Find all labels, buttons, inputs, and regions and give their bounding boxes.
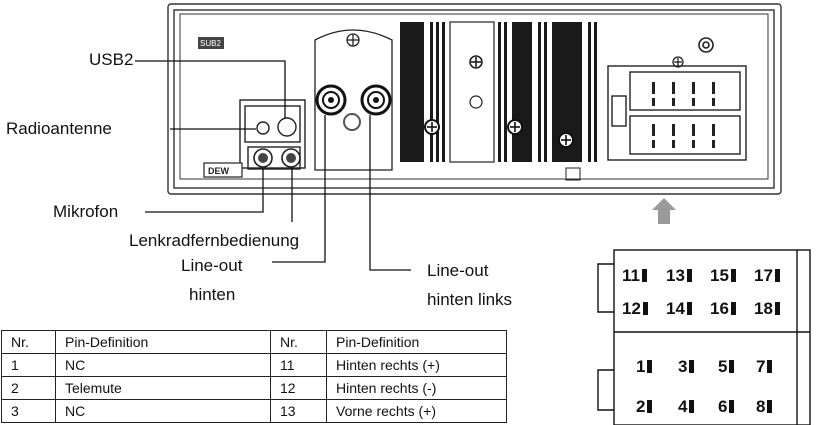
connector-pin-6: 6	[718, 397, 735, 417]
connector-pinout	[597, 249, 811, 425]
unit-marking-top: SUB2	[200, 39, 221, 48]
table-cell: Vorne rechts (+)	[326, 399, 507, 423]
label-usb2: USB2	[89, 50, 134, 69]
rca-jack-right	[360, 84, 392, 116]
mic-jack	[253, 148, 273, 168]
label-lineout-hinten-1: Line-out	[181, 256, 243, 275]
connector-pin-5: 5	[718, 357, 735, 377]
unit-marking-bottom: DEW	[208, 166, 230, 176]
connector-pin-16: 16	[710, 299, 736, 319]
header-nr-1: Nr.	[1, 330, 56, 354]
pin-bar-icon	[686, 302, 692, 315]
table-cell: 3	[1, 399, 56, 423]
iso-connector	[607, 65, 747, 161]
pin-bar-icon	[689, 400, 695, 413]
heatsink-left	[400, 22, 445, 162]
label-lenkradfernbedienung: Lenkradfernbedienung	[129, 231, 300, 250]
connector-pin-8: 8	[756, 397, 773, 417]
up-arrow	[652, 198, 676, 224]
label-lineout-links-2: hinten links	[427, 290, 513, 309]
connector-pin-14: 14	[666, 299, 692, 319]
header-pin-def-1: Pin-Definition	[55, 330, 271, 354]
table-row: 1 NC 11 Hinten rechts (+)	[1, 353, 507, 377]
connector-pin-17: 17	[754, 266, 780, 286]
unit-marking-box-top	[198, 37, 224, 49]
pin-bar-icon	[729, 360, 735, 373]
rca-jack-small	[343, 113, 361, 131]
pin-bar-icon	[767, 400, 773, 413]
header-pin-def-2: Pin-Definition	[326, 330, 507, 354]
pin-bar-icon	[689, 360, 695, 373]
pin-bar-icon	[647, 360, 653, 373]
table-cell: 11	[270, 353, 327, 377]
table-cell: NC	[55, 353, 271, 377]
connector-pin-13: 13	[666, 266, 692, 286]
table-cell: 13	[270, 399, 327, 423]
pin-bar-icon	[774, 269, 780, 282]
pin-bar-icon	[774, 302, 780, 315]
heatsink-middle	[498, 22, 597, 162]
header-nr-2: Nr.	[270, 330, 327, 354]
pin-bar-icon	[642, 302, 648, 315]
radio-housing	[167, 3, 782, 195]
connector-pin-7: 7	[756, 357, 773, 377]
table-row: 2 Telemute 12 Hinten rechts (-)	[1, 376, 507, 400]
connector-pin-3: 3	[678, 357, 695, 377]
pin-bar-icon	[686, 269, 692, 282]
connector-pin-12: 12	[622, 299, 648, 319]
table-cell: 12	[270, 376, 327, 400]
leader-lines	[135, 60, 411, 271]
label-lineout-hinten-2: hinten	[189, 285, 236, 304]
table-cell: Telemute	[55, 376, 271, 400]
table-header-row: Nr. Pin-Definition Nr. Pin-Definition	[1, 330, 507, 354]
table-cell: 2	[1, 376, 56, 400]
connector-pin-4: 4	[678, 397, 695, 417]
pin-bar-icon	[730, 269, 736, 282]
label-mikrofon: Mikrofon	[53, 202, 119, 221]
steering-remote-jack	[281, 148, 301, 168]
table-cell: NC	[55, 399, 271, 423]
pin-definition-table: Nr. Pin-Definition Nr. Pin-Definition 1 …	[1, 330, 507, 423]
connector-pin-2: 2	[636, 397, 653, 417]
unit-marking-box-bottom	[203, 162, 243, 178]
pin-bar-icon	[767, 360, 773, 373]
connector-pin-11: 11	[622, 266, 647, 286]
table-cell: Hinten rechts (-)	[326, 376, 507, 400]
table-cell: Hinten rechts (+)	[326, 353, 507, 377]
label-lineout-links-1: Line-out	[427, 261, 489, 280]
label-radioantenne: Radioantenne	[6, 119, 112, 138]
antenna-connector	[698, 37, 714, 53]
connector-pin-1: 1	[636, 357, 653, 377]
pin-bar-icon	[730, 302, 736, 315]
iso-pins	[652, 82, 715, 148]
pin-bar-icon	[641, 269, 647, 282]
plus-screw-center	[469, 55, 483, 69]
pin-bar-icon	[729, 400, 735, 413]
pin-bar-icon	[647, 400, 653, 413]
table-row: 3 NC 13 Vorne rechts (+)	[1, 399, 507, 423]
table-cell: 1	[1, 353, 56, 377]
connector-pin-18: 18	[754, 299, 780, 319]
rca-bracket	[314, 29, 393, 171]
connector-pin-15: 15	[710, 266, 736, 286]
rca-jack-left	[315, 84, 347, 116]
